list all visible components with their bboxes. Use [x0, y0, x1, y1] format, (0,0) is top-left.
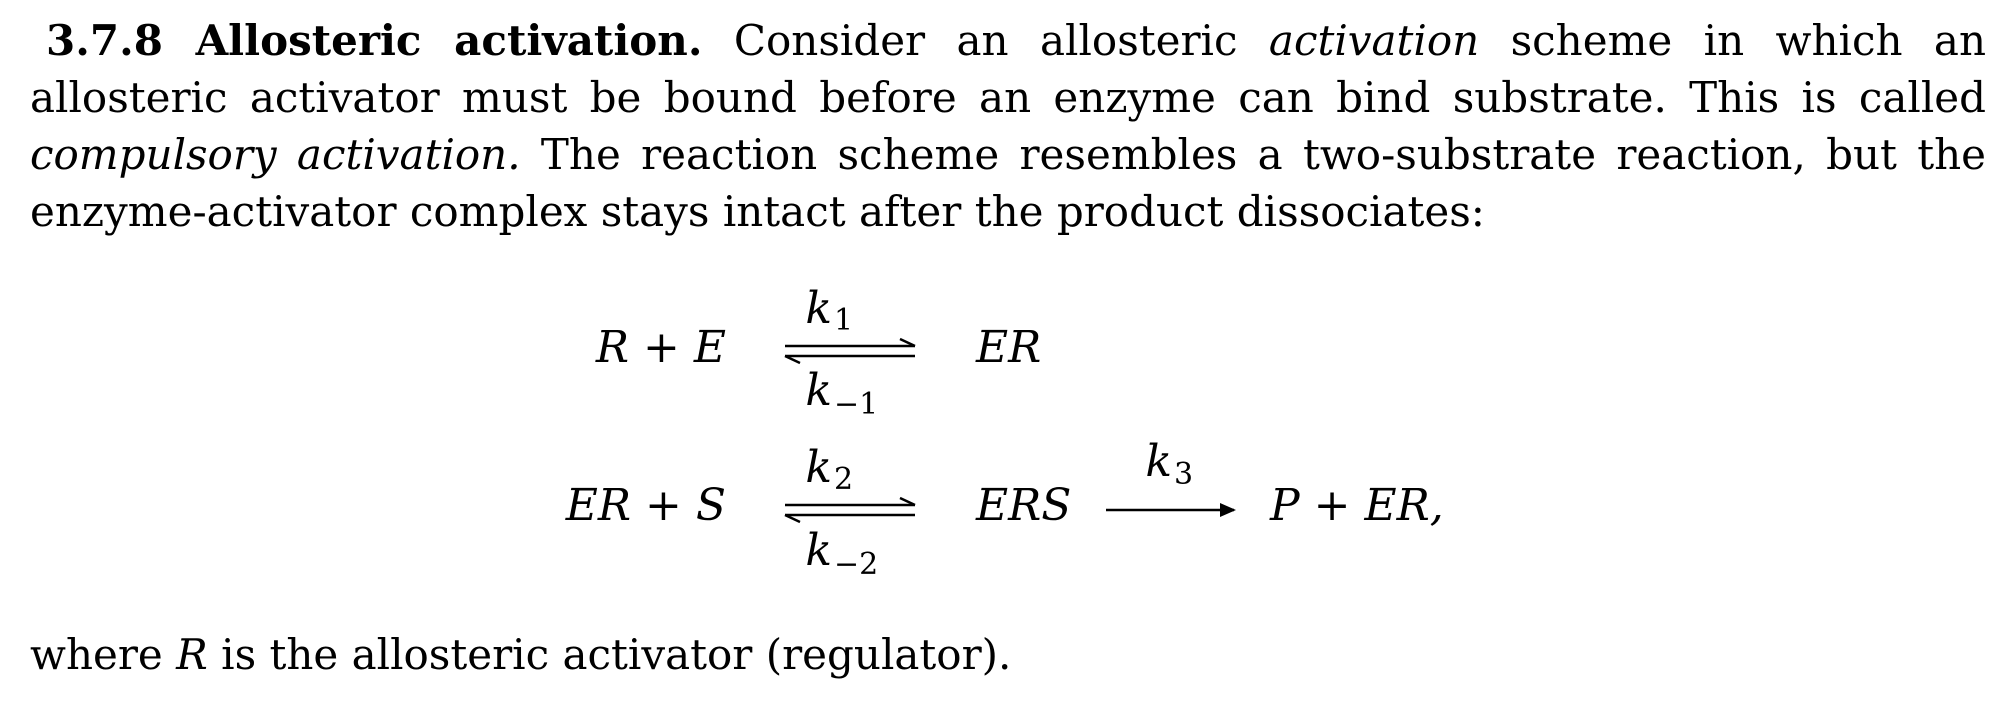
emphasis-activation: activation: [1268, 16, 1480, 65]
footer-sentence: where R is the allosteric activator (reg…: [30, 626, 1011, 683]
row2-reverse-rate: k: [805, 525, 832, 576]
row1-reverse-rate-subscript: −1: [834, 387, 878, 422]
footer-text-before: where: [30, 630, 163, 679]
row2-forward-arrow: [1106, 503, 1236, 517]
row2-products: P + ER,: [1269, 480, 1444, 531]
row1-equilibrium-arrows: [784, 337, 916, 365]
row1-reactants: R + E: [595, 322, 726, 373]
paragraph-text-3: The reaction scheme resembles a two-subs…: [30, 130, 1986, 236]
row1-reverse-rate: k: [805, 365, 832, 416]
problem-paragraph: 3.7.8 Allosteric activation. Consider an…: [30, 12, 1986, 240]
row2-catalytic-rate-subscript: 3: [1174, 457, 1193, 492]
paragraph-text-2: scheme in which an allosteric activator …: [30, 16, 1986, 122]
row2-reactants: ER + S: [565, 480, 726, 531]
row2-catalytic-rate: k: [1145, 436, 1172, 487]
section-heading: 3.7.8 Allosteric activation.: [46, 16, 703, 65]
row2-forward-rate-subscript: 2: [834, 462, 853, 497]
emphasis-compulsory-activation: compulsory activation.: [30, 130, 521, 179]
row2-reverse-rate-subscript: −2: [834, 547, 878, 582]
row2-equilibrium-arrows: [784, 496, 916, 524]
footer-text-after: is the allosteric activator (regulator).: [221, 630, 1012, 679]
row1-product: ER: [975, 322, 1041, 373]
paragraph-text-1: Consider an allosteric: [733, 16, 1238, 65]
footer-variable-r: R: [176, 630, 208, 679]
row2-complex: ERS: [975, 480, 1071, 531]
row2-forward-rate: k: [805, 442, 832, 493]
row1-forward-rate-subscript: 1: [834, 303, 853, 338]
row1-forward-rate: k: [805, 283, 832, 334]
